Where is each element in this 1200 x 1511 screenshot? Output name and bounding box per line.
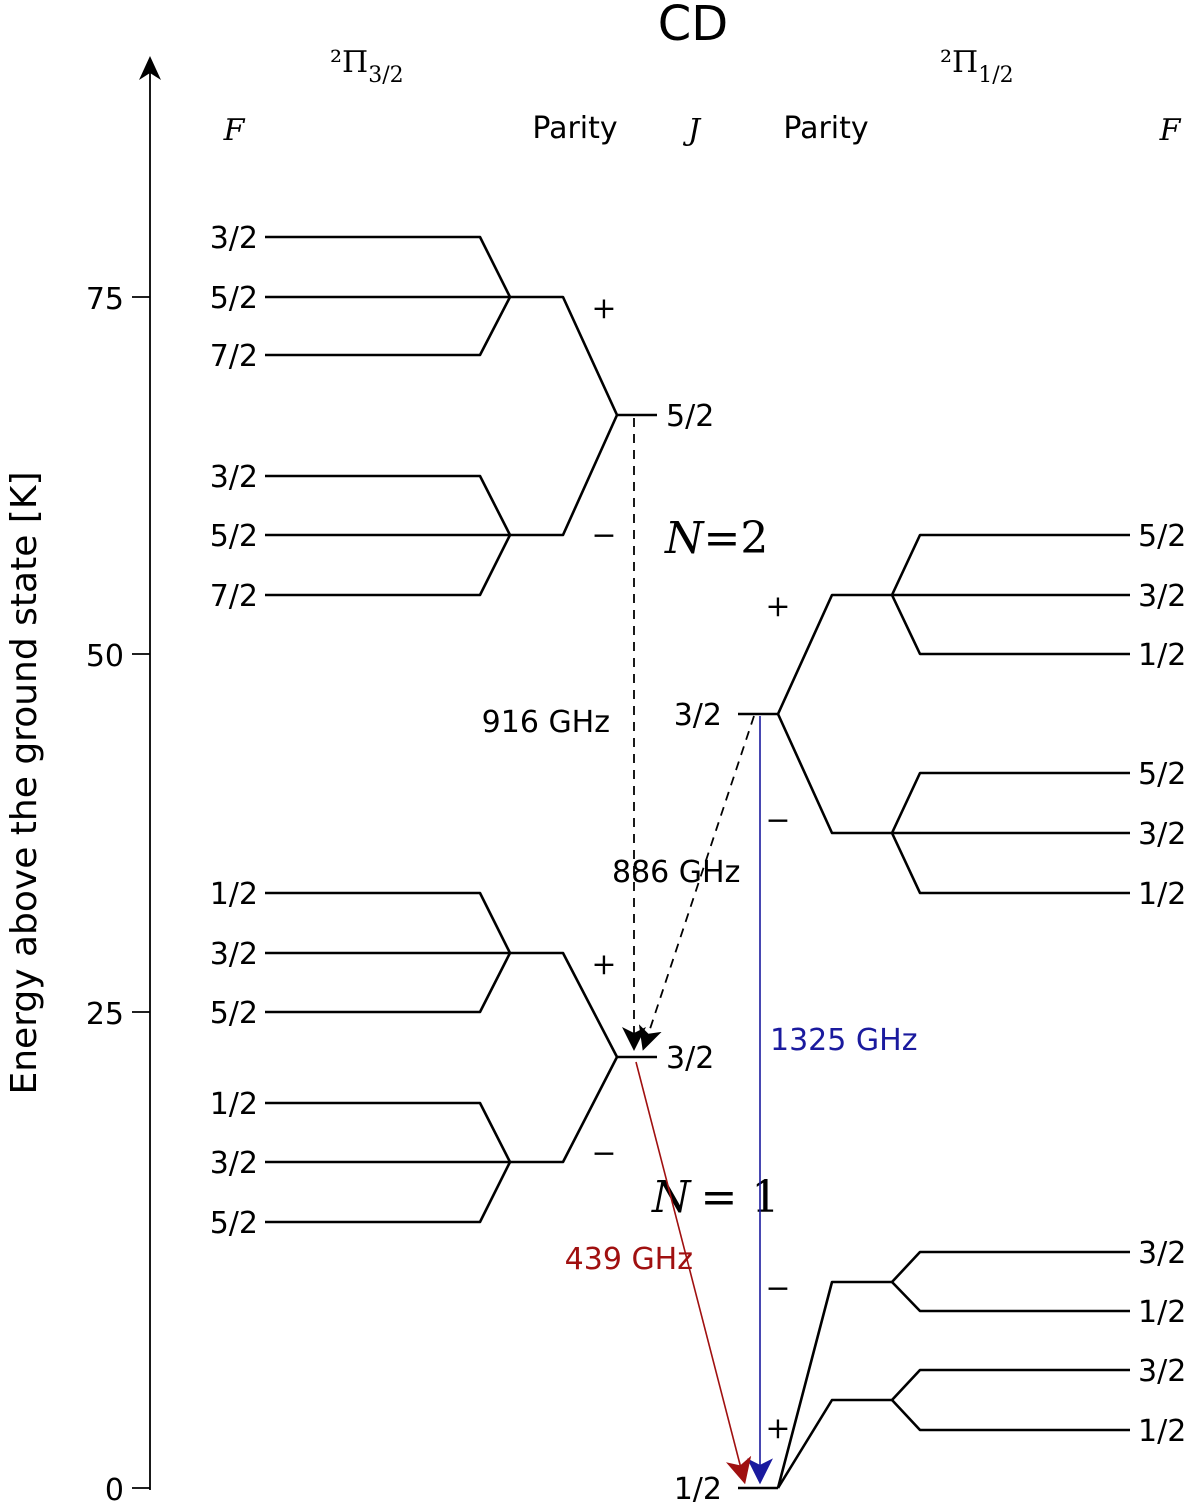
hyperfine-split	[265, 1161, 512, 1224]
left-parity-header: Parity	[532, 111, 617, 146]
J-label: 3/2	[674, 698, 722, 733]
tick-label: 50	[86, 639, 124, 674]
hyperfine-split	[890, 533, 1130, 596]
left-state-header: ²Π3/2	[330, 45, 404, 88]
axis-arrow-icon	[139, 56, 161, 80]
F-label: 3/2	[210, 221, 258, 256]
parity-minus: −	[591, 518, 616, 553]
parity-split	[510, 1056, 619, 1164]
parity-split	[776, 713, 892, 835]
hyperfine-split	[265, 296, 512, 357]
F-label: 3/2	[1138, 1236, 1186, 1271]
F-label: 5/2	[210, 996, 258, 1031]
hyperfine-split	[265, 235, 512, 298]
parity-split	[776, 1398, 892, 1489]
F-label: 5/2	[1138, 519, 1186, 554]
transition-439: 439 GHz	[565, 1061, 752, 1485]
hyperfine-split	[891, 1368, 1130, 1401]
F-label: 3/2	[210, 937, 258, 972]
J-label: 5/2	[666, 399, 714, 434]
tick-label: 75	[86, 282, 124, 317]
F-label: 1/2	[210, 877, 258, 912]
F-label: 3/2	[1138, 817, 1186, 852]
hyperfine-split	[890, 594, 1130, 656]
parity-plus: +	[765, 589, 790, 624]
F-label: 3/2	[1138, 579, 1186, 614]
transition-916: 916 GHz	[482, 418, 646, 1051]
hyperfine-split	[890, 832, 1130, 895]
J-label: 3/2	[666, 1041, 714, 1076]
parity-minus: −	[591, 1136, 616, 1171]
F-label: 7/2	[210, 339, 258, 374]
energy-axis: 0 25 50 75 Energy above the ground state…	[4, 56, 161, 1508]
left-ladder-J32: 3/2 + − 1/2 3/2 5/2 1/2 3/2 5/2	[210, 877, 715, 1241]
parity-plus: +	[591, 291, 616, 326]
right-state-header: ²Π1/2	[940, 45, 1014, 88]
F-label: 3/2	[1138, 1354, 1186, 1389]
transition-1325: 1325 GHz	[747, 716, 917, 1485]
transition-886: 886 GHz	[612, 715, 755, 1051]
hyperfine-split	[265, 952, 512, 1014]
parity-plus: +	[591, 947, 616, 982]
transition-label: 439 GHz	[565, 1242, 693, 1277]
hyperfine-split	[265, 534, 512, 597]
hyperfine-split	[890, 771, 1130, 834]
diagram-title: CD	[658, 0, 728, 52]
axis-label: Energy above the ground state [K]	[4, 472, 45, 1095]
parity-split	[510, 295, 619, 416]
J-label: 1/2	[674, 1472, 722, 1507]
F-label: 5/2	[1138, 757, 1186, 792]
F-label: 1/2	[1138, 1295, 1186, 1330]
F-label: 1/2	[1138, 638, 1186, 673]
parity-split	[776, 593, 892, 715]
left-F-header: F	[223, 113, 246, 148]
N2-label: N=2	[664, 513, 768, 564]
parity-split	[510, 414, 619, 537]
parity-minus: −	[765, 803, 790, 838]
J-header: J	[682, 113, 702, 148]
N1-label: N= 1	[651, 1172, 779, 1223]
F-label: 1/2	[1138, 877, 1186, 912]
parity-split	[510, 951, 619, 1058]
parity-minus: −	[765, 1271, 790, 1306]
F-label: 1/2	[1138, 1414, 1186, 1449]
hyperfine-split	[891, 1281, 1130, 1313]
hyperfine-split	[265, 474, 512, 536]
F-label: 3/2	[210, 460, 258, 495]
tick-label: 0	[105, 1473, 124, 1508]
hyperfine-split	[891, 1250, 1130, 1283]
left-ladder-J52: 5/2 + − 3/2 5/2 7/2 3/2 5/2 7/2	[210, 221, 715, 614]
right-ladder-J32: 3/2 + − 5/2 3/2 1/2 5/2 3/2 1/2	[674, 519, 1187, 912]
transition-label: 916 GHz	[482, 705, 610, 740]
right-ladder-J12: 1/2 − + 3/2 1/2 3/2 1/2	[674, 1236, 1187, 1507]
F-label: 5/2	[210, 519, 258, 554]
parity-split	[776, 1280, 892, 1489]
transition-label: 1325 GHz	[770, 1023, 917, 1058]
hyperfine-split	[891, 1399, 1130, 1432]
hyperfine-split	[265, 891, 512, 954]
hyperfine-split	[265, 1101, 512, 1163]
F-label: 5/2	[210, 281, 258, 316]
tick-label: 25	[86, 997, 124, 1032]
F-label: 1/2	[210, 1087, 258, 1122]
F-label: 7/2	[210, 579, 258, 614]
F-label: 3/2	[210, 1146, 258, 1181]
transition-label: 886 GHz	[612, 855, 740, 890]
F-label: 5/2	[210, 1206, 258, 1241]
parity-plus: +	[765, 1411, 790, 1446]
right-parity-header: Parity	[783, 111, 868, 146]
right-F-header: F	[1159, 113, 1182, 148]
